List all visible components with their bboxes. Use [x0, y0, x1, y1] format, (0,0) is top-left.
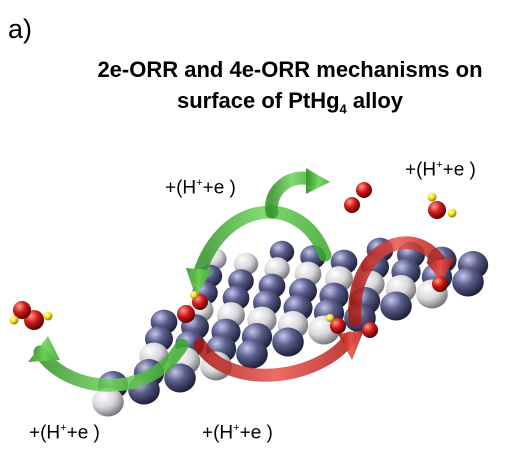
adsorbate-molecules: [9, 182, 457, 338]
hg-atom: [92, 387, 124, 417]
hydrogen-atom: [427, 192, 437, 202]
hydrogen-atom: [190, 291, 198, 299]
hydrogen-atom: [9, 315, 19, 325]
figure-title: 2e-ORR and 4e-ORR mechanisms on surface …: [60, 54, 520, 124]
oxygen-atom: [356, 182, 372, 198]
mechanism-arrows: [28, 168, 454, 392]
oxygen-atom: [362, 322, 378, 338]
hydrogen-atom: [43, 311, 53, 321]
oxygen-atom: [13, 301, 31, 319]
green-arrow-top: [191, 205, 332, 285]
pt-atom: [380, 291, 412, 321]
green-arrow-bottom: [33, 338, 189, 392]
pt-atom: [272, 327, 304, 357]
reaction-label-bottom-middle: +(H++e ): [202, 422, 273, 444]
red-arrow-top: [348, 236, 447, 327]
oxygen-atom: [344, 197, 360, 213]
title-line-2: surface of PtHg4 alloy: [60, 85, 520, 124]
green-arrow-top-head: [186, 268, 212, 298]
title-line-1: 2e-ORR and 4e-ORR mechanisms on: [97, 57, 483, 82]
green-arrow-bottom-head: [28, 336, 60, 362]
reaction-label-top-right: +(H++e ): [405, 159, 476, 181]
reaction-label-top-left: +(H++e ): [165, 177, 236, 199]
title-subscript: 4: [339, 101, 347, 117]
green-arrow-small: [265, 171, 319, 219]
title-line-2-suffix: alloy: [346, 88, 404, 113]
oxygen-atom: [432, 276, 448, 292]
hydrogen-atom: [326, 314, 334, 322]
red-arrow-bottom: [193, 331, 357, 382]
green-arrow-small-head: [306, 168, 330, 194]
title-line-2-prefix: surface of PtHg: [176, 88, 340, 113]
hydrogen-atom: [447, 208, 457, 218]
pt-atom: [236, 339, 268, 369]
red-arrow-bottom-head: [338, 330, 364, 360]
pt-atom: [164, 363, 196, 393]
oxygen-atom: [330, 318, 346, 334]
pt-atom: [452, 267, 484, 297]
panel-label: a): [8, 14, 33, 44]
oxygen-atom: [177, 305, 195, 323]
red-arrow-top-head: [426, 258, 454, 282]
reaction-label-bottom-left: +(H++e ): [29, 422, 100, 444]
oxygen-atom: [428, 201, 446, 219]
